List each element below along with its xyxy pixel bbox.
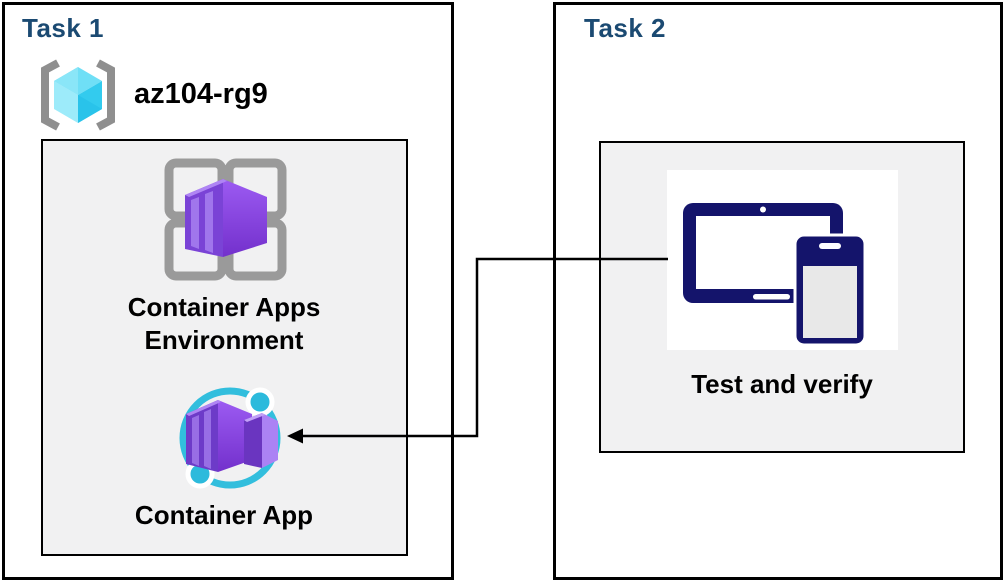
task1-title: Task 1 [22,13,105,43]
container-app-label: Container App [134,500,314,530]
resource-group-name: az104-rg9 [134,78,268,110]
environment-label: Container Apps Environment [127,292,321,355]
container-app-icon [172,380,288,496]
container-apps-environment-icon [163,157,287,283]
resource-group-icon [34,57,122,133]
devices-icon [667,170,898,350]
test-and-verify-label: Test and verify [691,369,873,399]
task2-title: Task 2 [584,13,667,43]
